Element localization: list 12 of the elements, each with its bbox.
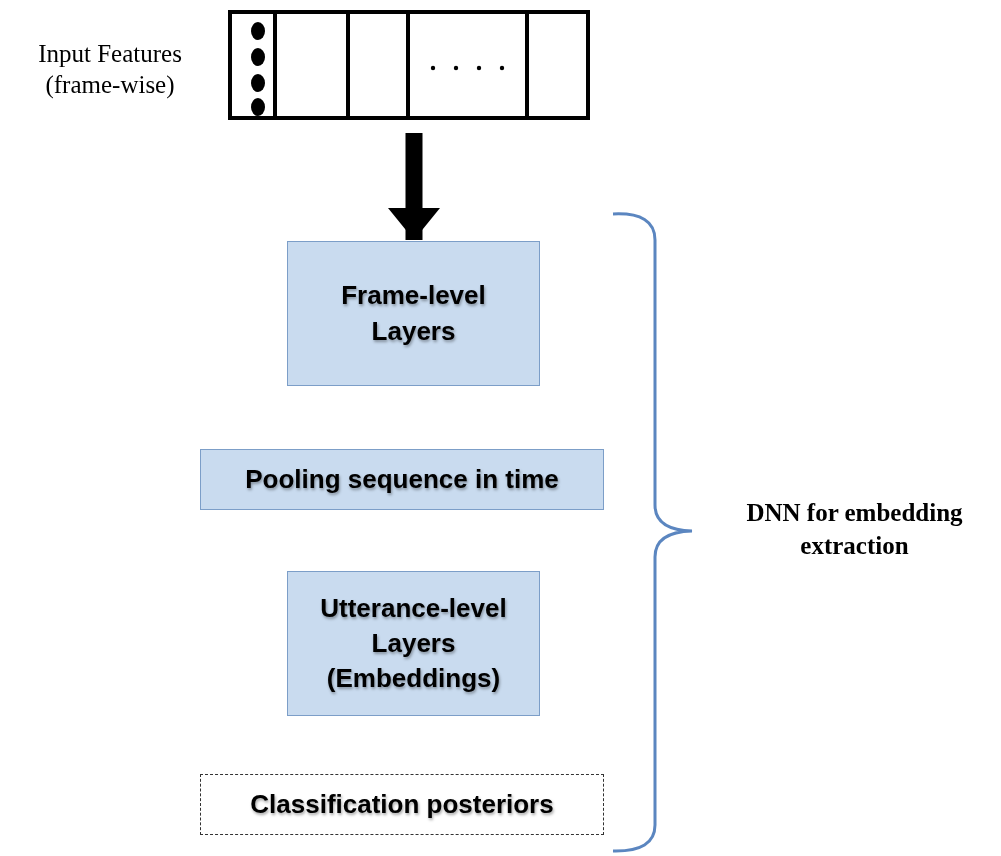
layer-box [287,571,540,716]
brace-label: DNN for embedding extraction [745,498,964,561]
caption-text: Input Features (frame-wise) [37,39,183,101]
node-label: Classification posteriors [250,787,554,821]
node-label: Frame-level Layers [340,279,487,348]
output-box [200,774,604,835]
feature-grid [228,10,590,120]
node-label: Utterance-level Layers (Embeddings) [319,591,508,696]
node-label: Pooling sequence in time [245,462,559,496]
arrow [388,133,440,240]
layer-box [200,449,604,510]
layer-box [287,241,540,386]
